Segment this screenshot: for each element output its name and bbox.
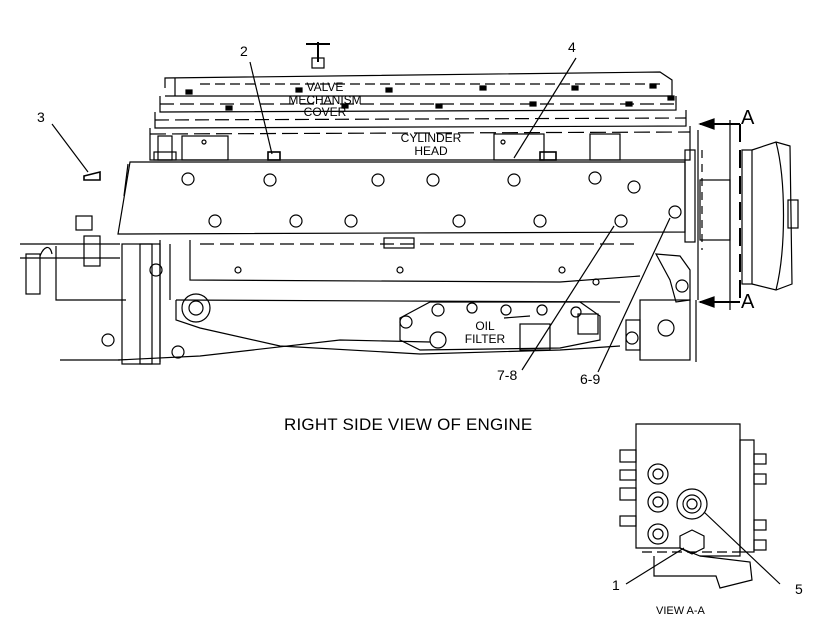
callout-7-8: 7-8 [497,367,518,383]
callout-2: 2 [240,43,248,59]
label-line: OIL [475,319,495,333]
label-line: HEAD [414,143,448,158]
section-letter-bottom: A [741,291,755,313]
cylinder-head [149,126,691,161]
label-line: FILTER [464,331,506,346]
callout-1: 1 [612,577,620,593]
oil-filter-label: OIL FILTER [455,320,515,345]
engine-front-end [625,120,799,362]
inset-view-caption: VIEW A-A [656,605,705,617]
valve-mechanism-cover-label: VALVE MECHANISM COVER [280,81,370,119]
valve-mechanism-cover [154,42,687,129]
label-line: COVER [303,105,347,120]
main-view-caption: RIGHT SIDE VIEW OF ENGINE [284,415,533,434]
label-line: VALVE [306,80,344,94]
oil-filter-assembly [399,301,601,351]
lower-block [117,237,641,361]
section-letter-top: A [741,107,755,129]
cylinder-head-label: CYLINDER HEAD [386,132,476,157]
callout-3: 3 [37,109,45,125]
callout-6-9: 6-9 [580,371,601,387]
section-line-a-a [698,118,741,308]
callout-5: 5 [795,581,803,597]
callout-4: 4 [568,39,576,55]
engine-rear-end [20,170,171,365]
leader-lines-main [51,57,671,373]
cylinder-block-bolt-rows [117,161,686,235]
label-line: CYLINDER [400,131,462,145]
view-a-a-inset [619,423,781,589]
label-line: MECHANISM [288,92,362,107]
